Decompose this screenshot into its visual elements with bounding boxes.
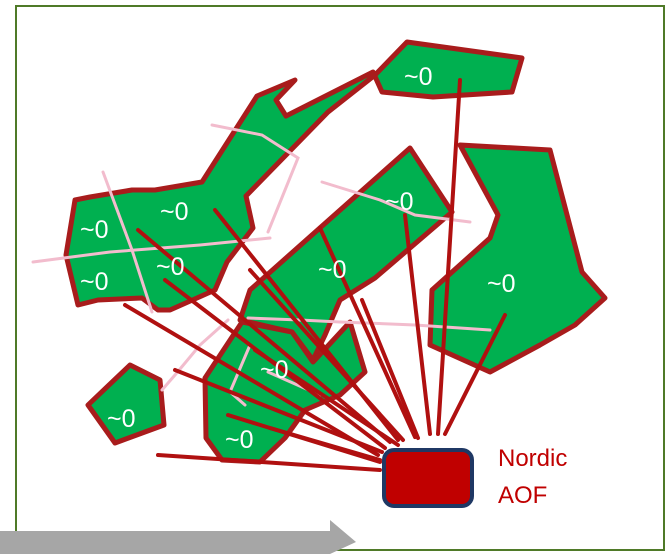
connection-line xyxy=(173,368,384,454)
region-value-island: ~0 xyxy=(107,405,136,433)
connection-line xyxy=(253,348,400,447)
connection-line xyxy=(318,226,417,439)
border-3 xyxy=(31,236,272,264)
connection-line xyxy=(403,213,432,436)
region-value-scandinavia-sw: ~0 xyxy=(80,268,109,296)
region-value-scandinavia-s: ~0 xyxy=(156,253,185,281)
nordic-aof-hub xyxy=(382,448,474,508)
country-borders xyxy=(31,123,492,407)
connection-line xyxy=(136,228,392,444)
hub-label-line2: AOF xyxy=(498,482,547,509)
region-labels: ~0 ~0 ~0 ~0 ~0 ~0 ~0 ~0 ~0 ~0 ~0 xyxy=(80,63,516,454)
connection-line xyxy=(443,313,507,436)
region-value-south: ~0 xyxy=(225,426,254,454)
region-east xyxy=(427,142,608,375)
border-6 xyxy=(160,318,230,392)
connection-line xyxy=(123,303,380,457)
connection-line xyxy=(360,298,420,440)
hub-label-line1: Nordic xyxy=(498,445,567,472)
arrow-head xyxy=(330,520,356,554)
border-5 xyxy=(246,316,492,332)
region-value-scandinavia-nw: ~0 xyxy=(160,198,189,226)
region-shapes xyxy=(63,39,608,465)
region-value-east: ~0 xyxy=(487,270,516,298)
region-value-central: ~0 xyxy=(385,188,414,216)
border-1 xyxy=(210,123,300,234)
progress-arrow xyxy=(0,520,356,554)
region-north xyxy=(63,39,525,313)
region-value-northeast: ~0 xyxy=(318,256,347,284)
region-value-southcentral: ~0 xyxy=(260,356,289,384)
connection-line xyxy=(226,413,382,464)
connection-line xyxy=(436,78,462,436)
region-island xyxy=(85,362,167,446)
connection-line xyxy=(248,268,405,442)
connection-lines xyxy=(123,78,507,472)
region-value-scandinavia-w: ~0 xyxy=(80,216,109,244)
border-4 xyxy=(320,180,472,224)
arrow-shaft xyxy=(0,531,330,554)
region-value-north: ~0 xyxy=(404,63,433,91)
connection-line xyxy=(156,453,382,472)
